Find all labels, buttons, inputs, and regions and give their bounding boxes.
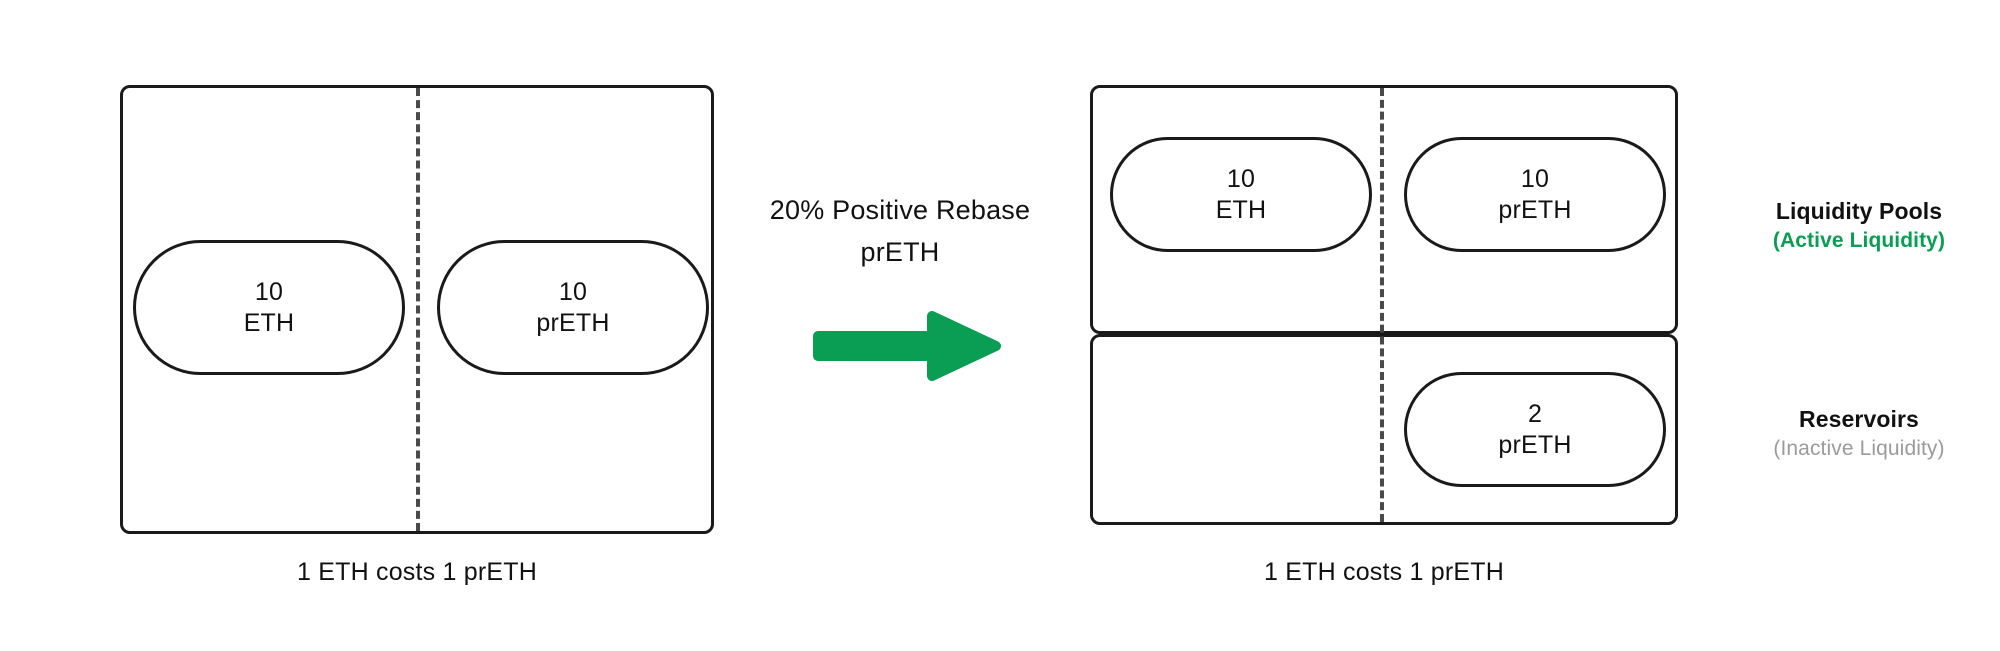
after-caption: 1 ETH costs 1 prETH <box>1264 558 1504 586</box>
after-pools-preth-symbol: prETH <box>1498 195 1572 224</box>
before-preth-amount: 10 <box>558 277 588 306</box>
legend-reservoirs-title: Reservoirs <box>1799 406 1919 432</box>
after-reservoirs-preth-symbol: prETH <box>1498 430 1572 459</box>
after-pools-preth-amount: 10 <box>1520 164 1550 193</box>
before-caption: 1 ETH costs 1 prETH <box>297 558 537 586</box>
legend-pools-title: Liquidity Pools <box>1775 198 1943 224</box>
arrow-right-icon <box>812 310 1002 382</box>
transition-label-line2: prETH <box>860 236 940 267</box>
after-pools-preth-pill: 10 prETH <box>1404 137 1666 252</box>
after-reservoirs-preth-amount: 2 <box>1527 399 1543 428</box>
after-pools-eth-symbol: ETH <box>1215 195 1267 224</box>
transition-label-line1: 20% Positive Rebase <box>769 195 1031 225</box>
before-eth-symbol: ETH <box>243 308 295 337</box>
legend-reservoirs: Reservoirs (Inactive Liquidity) <box>1718 404 2000 463</box>
before-panel-divider <box>416 88 420 531</box>
after-pools-eth-amount: 10 <box>1226 164 1256 193</box>
before-eth-amount: 10 <box>254 277 284 306</box>
transition-label: 20% Positive Rebase prETH <box>740 190 1060 274</box>
legend-reservoirs-subtitle: (Inactive Liquidity) <box>1773 437 1945 461</box>
after-pools-eth-pill: 10 ETH <box>1110 137 1372 252</box>
legend-liquidity-pools: Liquidity Pools (Active Liquidity) <box>1718 196 2000 255</box>
after-reservoirs-preth-pill: 2 prETH <box>1404 372 1666 487</box>
after-panel-divider <box>1380 88 1384 522</box>
legend-pools-subtitle: (Active Liquidity) <box>1772 229 1946 253</box>
before-preth-pill: 10 prETH <box>437 240 709 375</box>
before-preth-symbol: prETH <box>536 308 610 337</box>
before-eth-pill: 10 ETH <box>133 240 405 375</box>
